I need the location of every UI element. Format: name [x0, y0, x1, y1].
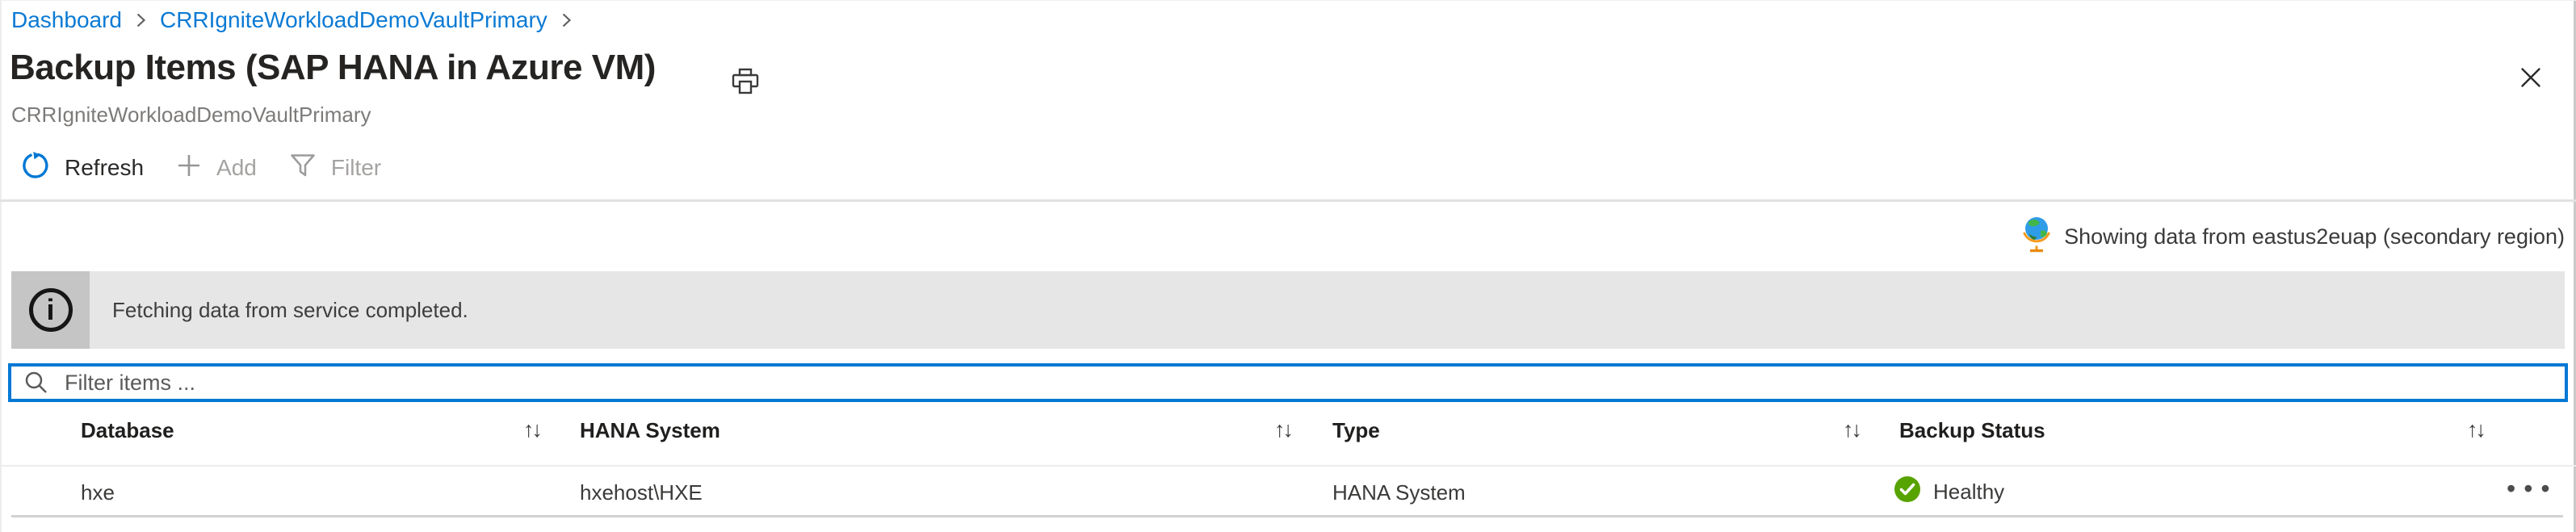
filter-items-box	[8, 363, 2568, 402]
check-circle-icon	[1894, 475, 1921, 509]
ellipsis-icon: •••	[2507, 474, 2558, 503]
breadcrumb: Dashboard CRRIgniteWorkloadDemoVaultPrim…	[11, 7, 573, 33]
funnel-icon	[289, 153, 317, 184]
info-banner: i Fetching data from service completed.	[11, 271, 2565, 349]
sort-icon[interactable]: ↑↓	[2467, 417, 2486, 442]
region-notice: Showing data from eastus2euap (secondary…	[2022, 215, 2565, 259]
add-label: Add	[216, 155, 257, 180]
page-subtitle: CRRIgniteWorkloadDemoVaultPrimary	[11, 103, 371, 127]
table-header-divider	[0, 465, 2576, 467]
info-banner-icon-box: i	[11, 271, 90, 349]
cell-type[interactable]: HANA System	[1332, 480, 1466, 505]
blade-right-border	[2574, 1, 2576, 532]
column-header-hana-system[interactable]: HANA System	[580, 418, 720, 442]
globe-icon	[2022, 215, 2051, 259]
backup-status-label: Healthy	[1933, 480, 2005, 504]
info-icon-glyph: i	[46, 293, 55, 326]
cell-database[interactable]: hxe	[81, 480, 115, 505]
chevron-right-icon	[560, 10, 573, 30]
region-notice-text: Showing data from eastus2euap (secondary…	[2064, 224, 2565, 249]
printer-icon	[730, 68, 761, 98]
cell-hana-system[interactable]: hxehost\HXE	[580, 480, 703, 505]
cell-backup-status[interactable]: Healthy	[1894, 475, 2004, 509]
filter-label: Filter	[330, 155, 382, 180]
refresh-label: Refresh	[65, 155, 145, 180]
command-bar: Refresh Add Filter	[19, 149, 383, 186]
sort-icon[interactable]: ↑↓	[1274, 417, 1294, 442]
refresh-button[interactable]: Refresh	[19, 151, 145, 186]
blade-left-border	[0, 1, 2, 532]
print-button[interactable]	[729, 67, 761, 98]
close-button[interactable]	[2513, 61, 2549, 96]
column-header-database[interactable]: Database	[81, 418, 174, 442]
plus-icon	[176, 153, 202, 184]
close-icon	[2519, 67, 2543, 92]
filter-button[interactable]: Filter	[287, 153, 383, 184]
add-button[interactable]: Add	[174, 153, 258, 184]
info-icon: i	[28, 288, 73, 332]
breadcrumb-link-dashboard[interactable]: Dashboard	[11, 7, 122, 32]
column-header-type[interactable]: Type	[1332, 418, 1380, 442]
info-banner-message: Fetching data from service completed.	[112, 297, 468, 322]
column-header-backup-status[interactable]: Backup Status	[1899, 418, 2045, 442]
page-title: Backup Items (SAP HANA in Azure VM)	[10, 48, 656, 87]
breadcrumb-link-vault[interactable]: CRRIgniteWorkloadDemoVaultPrimary	[159, 7, 548, 32]
refresh-icon	[21, 151, 50, 186]
sort-icon[interactable]: ↑↓	[523, 417, 543, 442]
table-row-divider	[11, 515, 2563, 517]
toolbar-divider	[0, 199, 2576, 202]
filter-items-input[interactable]	[50, 369, 2565, 396]
chevron-right-icon	[135, 10, 147, 30]
search-icon	[23, 369, 50, 396]
more-options-button[interactable]: •••	[2507, 474, 2558, 504]
sort-icon[interactable]: ↑↓	[1843, 417, 1862, 442]
